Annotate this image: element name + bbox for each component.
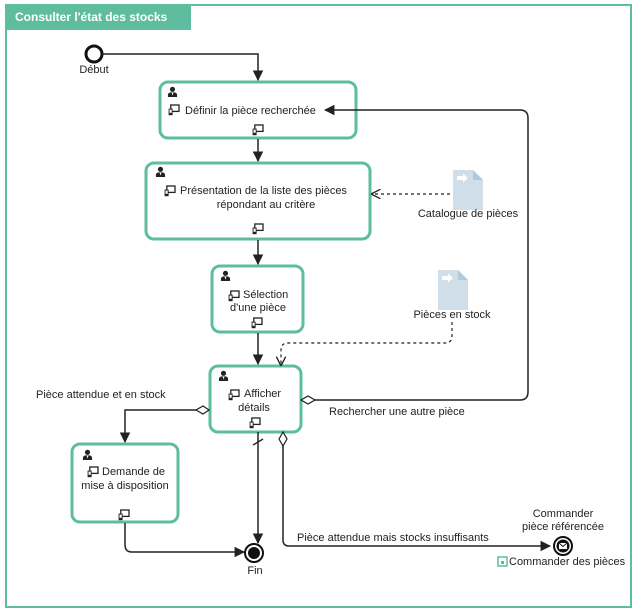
task-label-line1: Afficher <box>244 388 281 400</box>
flow-label-attendue-en-stock: Pièce attendue et en stock <box>36 389 166 401</box>
message-end-label-line2: pièce référencée <box>522 521 604 533</box>
task-label-line1: Sélection <box>243 289 288 301</box>
conditional-diamond <box>278 430 288 448</box>
process-title: Consulter l'état des stocks <box>5 4 191 30</box>
data-object-label: Pièces en stock <box>413 309 491 321</box>
flow-stocks-insuffisants <box>282 432 552 552</box>
flow-demande-to-fin <box>124 523 246 558</box>
task-label-line2: répondant au critère <box>217 199 315 211</box>
task-label-line2: d'une pièce <box>230 302 286 314</box>
linked-process-label: Commander des pièces <box>509 556 626 568</box>
task-label: Définir la pièce recherchée <box>185 105 316 117</box>
task-afficher-details[interactable]: Afficher détails <box>208 364 303 434</box>
flow-start-to-task1 <box>102 53 264 82</box>
task-definir-piece[interactable]: Définir la pièce recherchée <box>158 80 358 140</box>
document-icon <box>453 170 483 210</box>
start-event-label: Début <box>79 64 108 76</box>
message-end-event[interactable] <box>553 536 573 556</box>
process-frame <box>5 4 632 608</box>
data-object-pieces-en-stock[interactable]: Pièces en stock <box>413 270 491 321</box>
flow-label-autre-piece: Rechercher une autre pièce <box>329 406 465 418</box>
message-end-label-line1: Commander <box>533 508 594 520</box>
linked-process-commander-pieces[interactable]: Commander des pièces <box>497 556 626 568</box>
end-event[interactable] <box>244 543 264 563</box>
conditional-diamond <box>194 405 211 415</box>
task-label-line2: détails <box>238 402 270 414</box>
task-selection-piece[interactable]: Sélection d'une pièce <box>210 264 305 334</box>
data-object-label: Catalogue de pièces <box>418 208 519 220</box>
task-label-line2: mise à disposition <box>81 480 168 492</box>
data-object-catalogue[interactable]: Catalogue de pièces <box>418 170 519 220</box>
conditional-diamond <box>299 395 317 405</box>
task-label-line1: Demande de <box>102 466 165 478</box>
association-pieces-en-stock <box>281 322 453 365</box>
task-presentation-liste[interactable]: Présentation de la liste des pièces répo… <box>144 161 372 241</box>
document-icon <box>438 270 468 310</box>
task-demande-mise-a-disposition[interactable]: Demande de mise à disposition <box>70 442 180 524</box>
flow-label-stocks-insuffisants: Pièce attendue mais stocks insuffisants <box>297 532 489 544</box>
flow-piece-en-stock <box>119 409 209 444</box>
end-event-label: Fin <box>247 565 262 577</box>
task-label-line1: Présentation de la liste des pièces <box>180 185 347 197</box>
flow-rechercher-autre-piece <box>301 104 529 401</box>
start-event[interactable] <box>84 44 104 64</box>
default-flow-slash <box>252 438 264 446</box>
